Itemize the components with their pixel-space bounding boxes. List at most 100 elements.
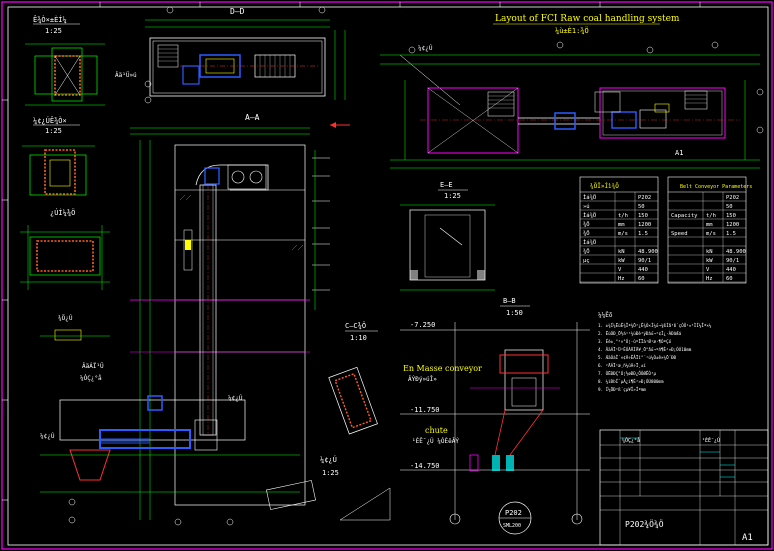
note-line: 5. ÆäÓàÎ´×¢Ã÷ÊÂÏî°´¹ú¼Ò±ê×¼Ö´ÐÐ: [598, 355, 677, 361]
view-detail-scale: 1:25: [322, 469, 339, 477]
sheet-size: A1: [742, 533, 753, 543]
table-cell: 60: [726, 276, 733, 282]
table-cell: Hz: [618, 276, 625, 282]
table-cell: mm: [618, 222, 625, 228]
view-cc: C—C¾Ö 1:10 ¼¢¿Ú 1:25: [266, 321, 391, 521]
note-line: 9. Í¼ÖÐ³ß´çµ¥Î»Îªmm: [598, 387, 646, 393]
callout-dd: Âä¹Ü»ú: [115, 72, 137, 79]
table-cell: Ìá¾Ö: [583, 194, 596, 201]
title-block-legend-mid: ¹ÈÊ¯¿Ú: [702, 436, 720, 444]
notes-lines: 1. ±¾Í¼ËùÊ¾Îª¾Ö²¿Ê¾Ò×Í¼£¬¾ßÌå³ß´çÒÔ¹¤³ÌÍ…: [598, 323, 712, 393]
table-cell: kN: [618, 249, 625, 255]
table-cell: 1.5: [726, 231, 736, 237]
table-cell: 150: [638, 213, 648, 219]
table-cell: Capacity: [671, 213, 698, 219]
table-cell: 90/1: [638, 258, 651, 264]
note-line: 3. Éè±¸°²×°Ó¦·ûºÏÏà¹Ø¹æ·¶ÒªÇó: [598, 339, 672, 344]
view-bb-label: B—B: [503, 297, 516, 305]
view-second-left: ¼¢¿ÚÊ¾Ò× 1:25: [22, 116, 95, 196]
view-second-left-label: ¼¢¿ÚÊ¾Ò×: [33, 116, 67, 125]
params-table-2-title: Belt Conveyor Parameters: [680, 184, 752, 190]
table-cell: t/h: [618, 213, 628, 219]
view-ee-scale: 1:25: [444, 192, 461, 200]
table-cell: 50: [638, 204, 645, 210]
level-3: -14.750: [410, 462, 440, 470]
table-cell: 440: [638, 267, 648, 273]
elev-label-aa: ¼¢¿Ú: [228, 395, 243, 402]
view-aa: A—A: [40, 113, 330, 526]
table-cell: kW: [706, 258, 713, 264]
plan-top-note: ¼¢¿Ú: [418, 45, 433, 52]
note-line: 8. ¼ìÐÞÍ¨µÀ¿í¶È²»Ð¡ÓÚ800mm: [598, 379, 664, 385]
view-plan-layout: ¼¢¿Ú: [380, 41, 764, 169]
table-cell: 50: [726, 204, 733, 210]
table-cell: ¾Ö: [583, 230, 590, 237]
table-cell: m/s: [618, 231, 628, 237]
note-line: 6. ²ÄÁÏ¹æ¸ñ¼ûÃ÷Ï¸±í: [598, 363, 646, 369]
level-2: -11.750: [410, 406, 440, 414]
hopper-label: ÂäÁÏ¹Ü: [82, 363, 104, 370]
left-small-details: ¾Ö¿Ú ÂäÁÏ¹Ü ¼ÓÇ¿°å ¼¢¿Ú: [40, 315, 110, 440]
drawing-title: P202¾Ö¾Ö: [625, 519, 664, 529]
table-cell: Ìá¾Ö: [583, 239, 596, 246]
view-dd-label: D—D: [230, 7, 245, 16]
note-line: 2. ËùÓÐ¸Ö½á¹¹¾ùÐè³ýÐâ£¬²¢Í¿·ÀÐâÆá: [598, 331, 682, 337]
title-block: ¼ÓÇ¿°å ¹ÈÊ¯¿Ú P202¾Ö¾Ö A1: [599, 429, 769, 546]
table-cell: 90/1: [726, 258, 739, 264]
redler-label: En Masse conveyor: [403, 364, 482, 373]
plate-label: ¼ÓÇ¿°å: [80, 375, 102, 382]
table-cell: ¾Ö: [583, 248, 590, 255]
table-cell: 150: [726, 213, 736, 219]
chute-sub: ¹ÈÊ¯¿Ú ¼ÓÈëÂÝ: [412, 437, 459, 445]
view-top-left-scale: 1:25: [45, 27, 62, 35]
note-line: 7. ÔËÐÐÇ°Ó¦½øÐÐ¿ÕÔØÊÔ³µ: [598, 371, 656, 376]
view-top-left-label: Ê¾Ò×±ÈÍ¼: [33, 15, 67, 24]
table-cell: 440: [726, 267, 736, 273]
view-top-left-detail: Ê¾Ò×±ÈÍ¼ 1:25: [25, 15, 105, 106]
table-cell: V: [706, 267, 710, 273]
redler-sub: ÂÝÐý»úÎ»: [408, 376, 437, 383]
technical-notes: ¼¼Êõ 1. ±¾Í¼ËùÊ¾Îª¾Ö²¿Ê¾Ò×Í¼£¬¾ßÌå³ß´çÒÔ…: [598, 311, 712, 393]
table-cell: V: [618, 267, 622, 273]
level-1: -7.250: [410, 321, 435, 329]
view-bb: B—B 1:50 -7.250 -11.750 -14.750 En Masse…: [400, 297, 590, 535]
table-cell: kW: [618, 258, 625, 264]
table-cell: 1200: [726, 222, 739, 228]
view-third-left: ¿ÚÍ¼¾Ö: [20, 208, 110, 290]
main-scale: ¼ù±È1:¾Ö: [555, 26, 589, 35]
view-second-left-scale: 1:25: [45, 127, 62, 135]
table-cell: Ìá¾Ö: [583, 212, 596, 219]
chute-label: chute: [425, 426, 448, 435]
table-cell: 48.900: [638, 249, 658, 255]
view-third-left-label: ¿ÚÍ¼¾Ö: [50, 208, 75, 217]
tag-p202: P202: [505, 509, 522, 517]
note-line: 4. ÂäÁÏ¹Ü²ÉÓÃÄÍÄ¥¸Ö°å£¬ºñ¶È²»Ð¡ÓÚ10mm: [598, 347, 692, 352]
layout-title-block: Layout of FCI Raw coal handling system ¼…: [493, 14, 680, 35]
main-title: Layout of FCI Raw coal handling system: [495, 14, 680, 24]
inner-border: [7, 6, 769, 546]
note-line: 1. ±¾Í¼ËùÊ¾Îª¾Ö²¿Ê¾Ò×Í¼£¬¾ßÌå³ß´çÒÔ¹¤³ÌÍ…: [598, 323, 712, 329]
table-cell: µç: [583, 258, 590, 264]
table-cell: 48.900: [726, 249, 746, 255]
plan-tag-a1: A1: [675, 149, 683, 157]
elev-left-label: ¼¢¿Ú: [40, 433, 55, 440]
table-cell: mm: [706, 222, 713, 228]
red-marker-arrow: [330, 122, 350, 128]
table-cell: m/s: [706, 231, 716, 237]
view-ee-label: E—E: [440, 181, 453, 189]
table-cell: P202: [638, 195, 651, 201]
table-cell: 1.5: [638, 231, 648, 237]
table-cell: P202: [726, 195, 739, 201]
table-cell: kN: [706, 249, 713, 255]
table-cell: Speed: [671, 231, 688, 237]
table-cell: ¾Ö: [583, 221, 590, 228]
nozzle-label: ¾Ö¿Ú: [58, 315, 73, 322]
notes-title: ¼¼Êõ: [598, 311, 613, 319]
frame-ticks: [2, 2, 701, 501]
